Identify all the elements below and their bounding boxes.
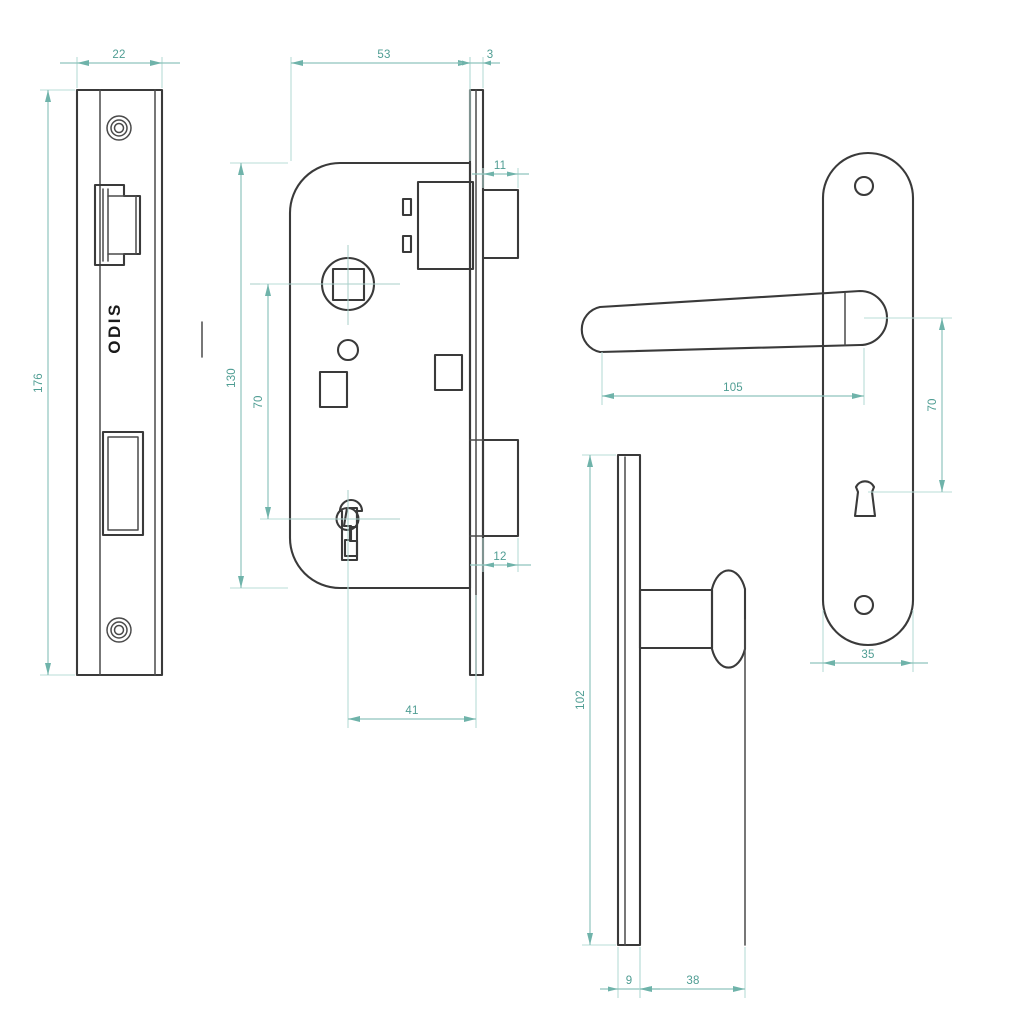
dim-label-lever-length: 105 xyxy=(723,382,743,394)
dimension-bolt-projection xyxy=(470,538,531,572)
dimension-case-height xyxy=(230,162,288,589)
latch-bolt-projection xyxy=(481,188,520,260)
dimension-plate-length xyxy=(582,454,616,946)
backplate-fixing-hole-top xyxy=(853,175,875,197)
dimension-forend-thickness xyxy=(457,57,500,88)
backplate-keyhole xyxy=(853,480,877,518)
dim-label-spindle-height: 70 xyxy=(253,395,265,408)
view-faceplate: ODIS xyxy=(40,57,203,677)
brand-mark-odis: ODIS xyxy=(105,302,124,354)
follower-slot-lower xyxy=(401,234,413,254)
spindle-end-cap xyxy=(710,569,747,669)
dim-label-case-width: 53 xyxy=(377,49,390,61)
dim-label-plate-centers: 70 xyxy=(927,398,939,411)
dimension-backset xyxy=(347,560,477,728)
dim-label-backset: 41 xyxy=(405,705,418,717)
faceplate-outline xyxy=(75,88,164,677)
lock-case-outline xyxy=(288,161,472,590)
dimension-plate-centers xyxy=(864,317,952,493)
dimension-spindle-height xyxy=(260,283,288,520)
backplate-fixing-hole-bottom xyxy=(853,594,875,616)
dim-label-plate-thickness: 9 xyxy=(626,975,633,987)
deadbolt-projection xyxy=(481,438,520,538)
dim-label-latch-projection: 11 xyxy=(494,160,506,172)
dimension-faceplate-width xyxy=(60,57,180,88)
faceplate-screw-hole-bottom xyxy=(106,617,132,643)
dim-label-plate-length: 102 xyxy=(575,690,587,710)
dim-label-faceplate-width: 22 xyxy=(112,49,125,61)
case-slot-right xyxy=(433,353,464,392)
view-lock-body xyxy=(230,57,531,728)
dimension-lever-length xyxy=(601,348,865,405)
faceplate-screw-hole-top xyxy=(106,115,132,141)
dimension-plate-width xyxy=(810,610,928,672)
dim-label-case-height: 130 xyxy=(226,368,238,388)
dim-label-forend-thickness: 3 xyxy=(487,49,494,61)
backplate-side-outline xyxy=(616,453,642,947)
dimension-faceplate-height xyxy=(40,89,75,676)
dim-label-boss-length: 38 xyxy=(686,975,699,987)
faceplate-latch-opening xyxy=(93,183,142,267)
dimension-latch-projection xyxy=(472,168,529,188)
dimension-text-group: 22 176 53 3 11 130 70 12 41 105 70 35 10… xyxy=(33,49,939,987)
spindle-boss xyxy=(638,588,714,650)
dimension-case-width xyxy=(290,57,471,161)
keyhole-shape xyxy=(338,499,364,562)
fixing-hole-round xyxy=(336,338,360,362)
lever-handle xyxy=(580,289,889,354)
dim-label-plate-width: 35 xyxy=(861,649,874,661)
dimension-boss-length xyxy=(639,947,746,998)
case-slot-left xyxy=(318,370,349,409)
latch-bolt-block xyxy=(416,180,475,271)
follower-slot-upper xyxy=(401,197,413,217)
faceplate-deadbolt-opening xyxy=(101,430,145,537)
dim-label-faceplate-height: 176 xyxy=(33,373,45,393)
dim-label-bolt-projection: 12 xyxy=(493,551,506,563)
view-handle-side xyxy=(582,453,747,998)
backplate-outline xyxy=(821,151,915,647)
view-handle-plate xyxy=(580,151,952,672)
